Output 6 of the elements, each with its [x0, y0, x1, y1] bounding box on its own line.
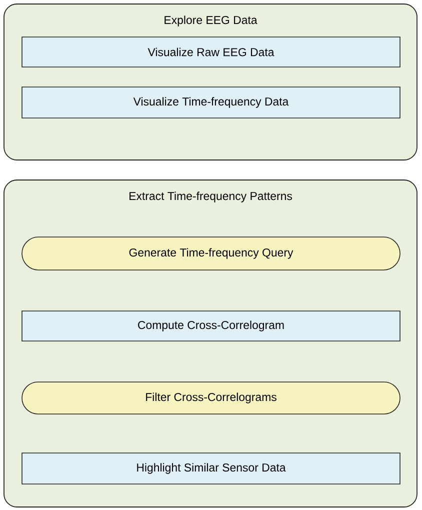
process-box: Compute Cross-Correlogram: [22, 310, 400, 342]
process-box: Visualize Time-frequency Data: [22, 86, 400, 118]
process-box: Visualize Raw EEG Data: [22, 36, 400, 68]
rounded-process-box: Filter Cross-Correlograms: [22, 382, 400, 414]
process-box: Highlight Similar Sensor Data: [22, 452, 400, 484]
rounded-process-box: Generate Time-frequency Query: [22, 236, 400, 270]
